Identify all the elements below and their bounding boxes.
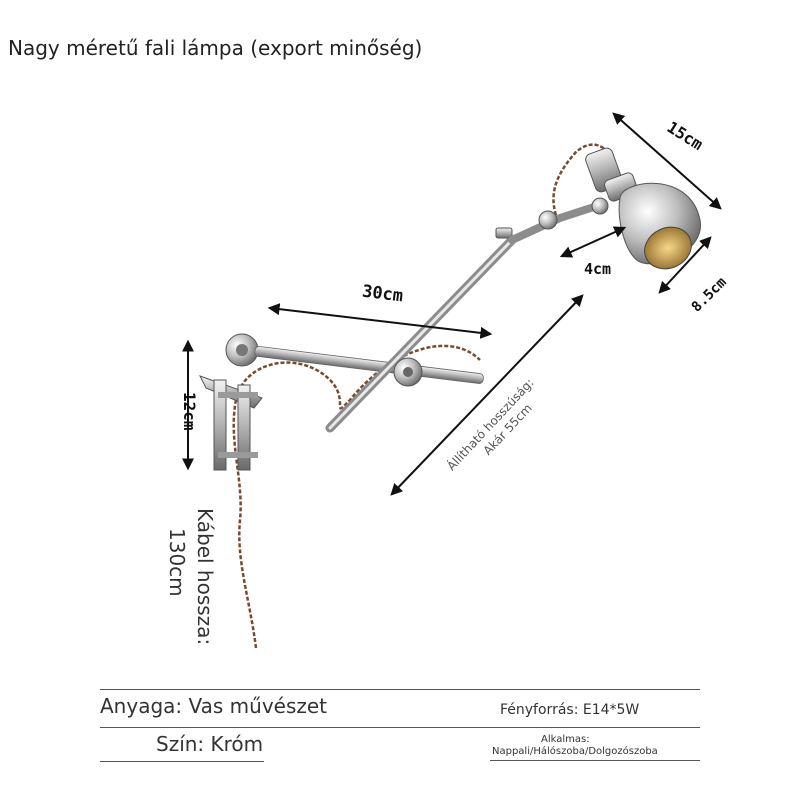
usage-label: Alkalmas: — [541, 734, 590, 745]
shade-neck-arrow — [559, 226, 627, 258]
shade-diameter-label: 8.5cm — [689, 274, 730, 315]
adjustable-length-arrow — [390, 294, 584, 496]
shade-length-arrow — [612, 112, 722, 210]
color-text: Szín: Króm — [156, 732, 264, 756]
arm-length-label: 30cm — [361, 282, 404, 307]
divider-top — [100, 689, 700, 690]
shade-diameter-arrow — [658, 236, 712, 294]
arm-length-arrow — [267, 303, 493, 339]
usage-text: Nappali/Hálószoba/Dolgozószoba — [492, 746, 658, 757]
divider-middle — [100, 727, 700, 728]
page-title: Nagy méretű fali lámpa (export minőség) — [8, 36, 423, 60]
shade-neck-label: 4cm — [584, 260, 611, 278]
divider-short — [100, 761, 264, 762]
clamp-height-label: 12cm — [180, 392, 199, 431]
light-source-text: Fényforrás: E14*5W — [500, 702, 640, 718]
wall-clamp — [198, 333, 263, 471]
cable-length-line1: Kábel hossza: — [193, 508, 217, 645]
cable-length-line2: 130cm — [165, 528, 189, 597]
dimension-arrows — [182, 112, 722, 496]
material-text: Anyaga: Vas művészet — [100, 694, 328, 718]
divider-bottom — [490, 760, 700, 761]
shade-length-label: 15cm — [664, 117, 707, 154]
